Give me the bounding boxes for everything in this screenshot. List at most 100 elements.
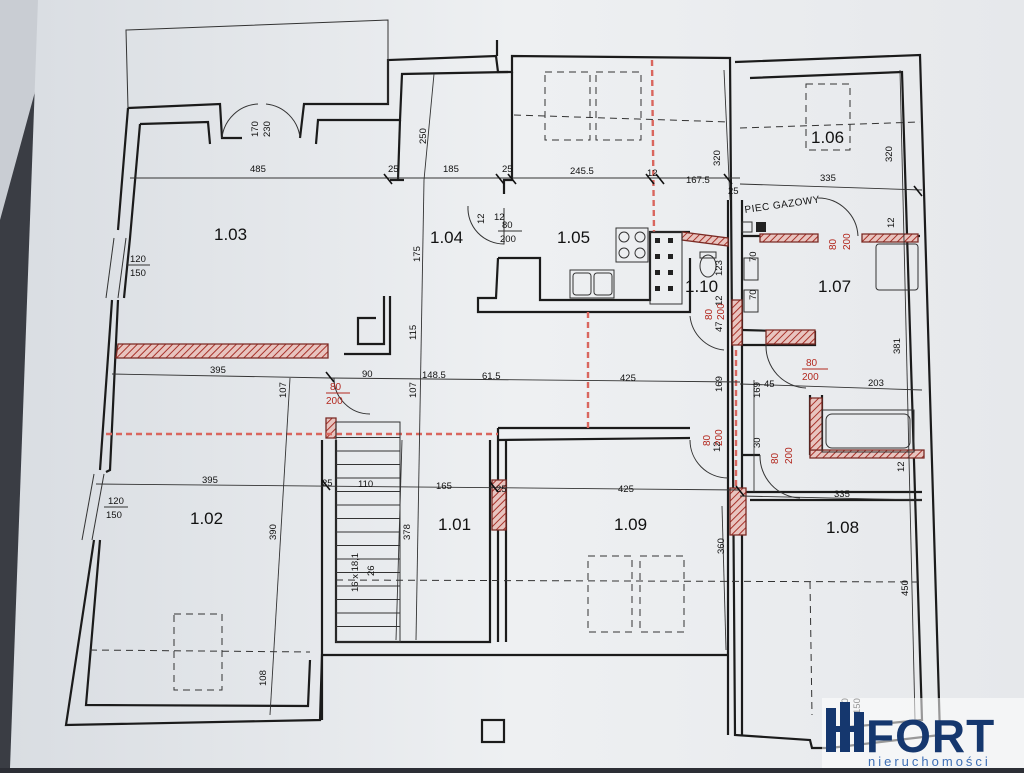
dim-378: 378 xyxy=(402,524,413,540)
door-width: 80 xyxy=(704,308,715,320)
bathroom-fixtures xyxy=(741,221,919,453)
dim-320: 320 xyxy=(712,150,723,166)
dim-47: 47 xyxy=(714,321,725,332)
dim-450: 450 xyxy=(900,580,911,596)
dim-390: 390 xyxy=(268,524,279,540)
dim-107: 107 xyxy=(278,382,289,398)
door-height: 200 xyxy=(500,234,516,245)
dim-70: 70 xyxy=(748,289,759,300)
door-width: 80 xyxy=(502,220,513,231)
door-height: 200 xyxy=(326,396,343,407)
chimney-square xyxy=(480,718,506,744)
dim-203: 203 xyxy=(868,378,884,389)
dim-320: 320 xyxy=(884,146,895,162)
room-label-1-09: 1.09 xyxy=(614,515,647,534)
dim-485: 485 xyxy=(250,164,266,175)
logo-wordmark: FORT xyxy=(866,710,995,762)
dim-395: 395 xyxy=(210,365,226,376)
toilet-110 xyxy=(699,251,717,278)
dim-25: 25 xyxy=(322,478,333,489)
door-width: 80 xyxy=(828,238,839,250)
window-height-150: 150 xyxy=(106,510,122,521)
dim-175: 175 xyxy=(412,246,423,262)
dim-169: 169 xyxy=(752,382,763,398)
stairs-label: 16 x 18,1 xyxy=(350,553,361,592)
door-width: 80 xyxy=(702,434,713,446)
dim-425: 425 xyxy=(620,373,636,384)
window-width-120: 120 xyxy=(108,496,124,507)
dim-12: 12 xyxy=(494,212,505,223)
dim-25: 25 xyxy=(496,484,507,495)
balcony-outline xyxy=(125,19,389,109)
dim-170: 170 xyxy=(250,121,261,137)
room-labels: 1.03 1.04 1.05 1.06 1.07 1.10 1.02 1.01 … xyxy=(190,128,859,537)
dim-107: 107 xyxy=(408,382,419,398)
staircase xyxy=(335,421,401,643)
fort-logo: FORT nieruchomości xyxy=(822,698,1024,769)
door-width: 80 xyxy=(330,382,342,393)
door-height: 200 xyxy=(784,447,795,464)
door-width: 80 xyxy=(806,358,818,369)
door-height: 200 xyxy=(802,372,819,383)
room-label-1-06: 1.06 xyxy=(811,128,844,147)
dimension-texts: 485 25 185 25 245.5 12 167.5 25 335 250 … xyxy=(106,121,911,714)
dim-167-5: 167.5 xyxy=(686,175,710,186)
kitchen-sink xyxy=(569,269,615,299)
room-label-1-03: 1.03 xyxy=(214,225,247,244)
door-labels: 80 200 80 200 80 200 80 200 80 200 80 20… xyxy=(326,220,853,464)
demolition-dashed-lines xyxy=(106,59,738,488)
room-label-1-01: 1.01 xyxy=(438,515,471,534)
window-fraction-bars xyxy=(104,264,150,508)
dim-425: 425 xyxy=(618,484,634,495)
dim-148-5: 148.5 xyxy=(422,370,446,381)
stairs-width-label: 26 xyxy=(366,565,377,576)
room-label-1-02: 1.02 xyxy=(190,509,223,528)
room-label-1-05: 1.05 xyxy=(557,228,590,247)
kitchen-cabinet-grid xyxy=(649,231,683,305)
dim-230: 230 xyxy=(262,121,273,137)
window-width-120: 120 xyxy=(130,254,146,265)
dim-335: 335 xyxy=(820,173,836,184)
room-label-1-08: 1.08 xyxy=(826,518,859,537)
dim-12: 12 xyxy=(714,295,725,306)
logo-tagline: nieruchomości xyxy=(868,754,991,768)
dim-335: 335 xyxy=(834,489,850,500)
dim-165: 165 xyxy=(436,481,452,492)
dim-108: 108 xyxy=(258,670,269,686)
paper-sheet xyxy=(10,0,1024,768)
skylights xyxy=(173,71,851,691)
dim-30: 30 xyxy=(752,437,763,448)
door-width: 80 xyxy=(770,452,781,464)
roof-dashed-lines xyxy=(89,114,921,716)
dim-110: 110 xyxy=(358,479,373,490)
dim-395: 395 xyxy=(202,475,218,486)
dim-250: 250 xyxy=(418,128,429,144)
dim-381: 381 xyxy=(892,338,903,354)
demolition-areas xyxy=(115,231,925,536)
dim-185: 185 xyxy=(443,164,459,175)
stove-hob xyxy=(615,227,649,263)
dim-12: 12 xyxy=(647,168,658,179)
room-label-1-07: 1.07 xyxy=(818,277,851,296)
fort-logo-mark xyxy=(826,702,864,752)
window-left-upper xyxy=(105,237,127,299)
dim-12: 12 xyxy=(886,217,897,228)
dim-45: 45 xyxy=(764,379,775,390)
door-height: 200 xyxy=(714,429,725,446)
dim-123: 123 xyxy=(714,260,725,276)
door-height: 200 xyxy=(842,233,853,250)
dim-61-5: 61.5 xyxy=(482,371,501,382)
dim-12: 12 xyxy=(476,213,487,224)
room-label-1-10: 1.10 xyxy=(685,277,718,296)
door-height: 200 xyxy=(716,303,727,320)
dim-90: 90 xyxy=(362,369,373,380)
dim-12: 12 xyxy=(712,441,723,452)
dim-25: 25 xyxy=(502,164,513,175)
dim-360: 360 xyxy=(716,538,727,554)
dim-245-5: 245.5 xyxy=(570,166,594,177)
room-label-1-04: 1.04 xyxy=(430,228,463,247)
window-height-150: 150 xyxy=(130,268,146,279)
dim-25: 25 xyxy=(728,186,739,197)
dim-70: 70 xyxy=(748,251,759,262)
